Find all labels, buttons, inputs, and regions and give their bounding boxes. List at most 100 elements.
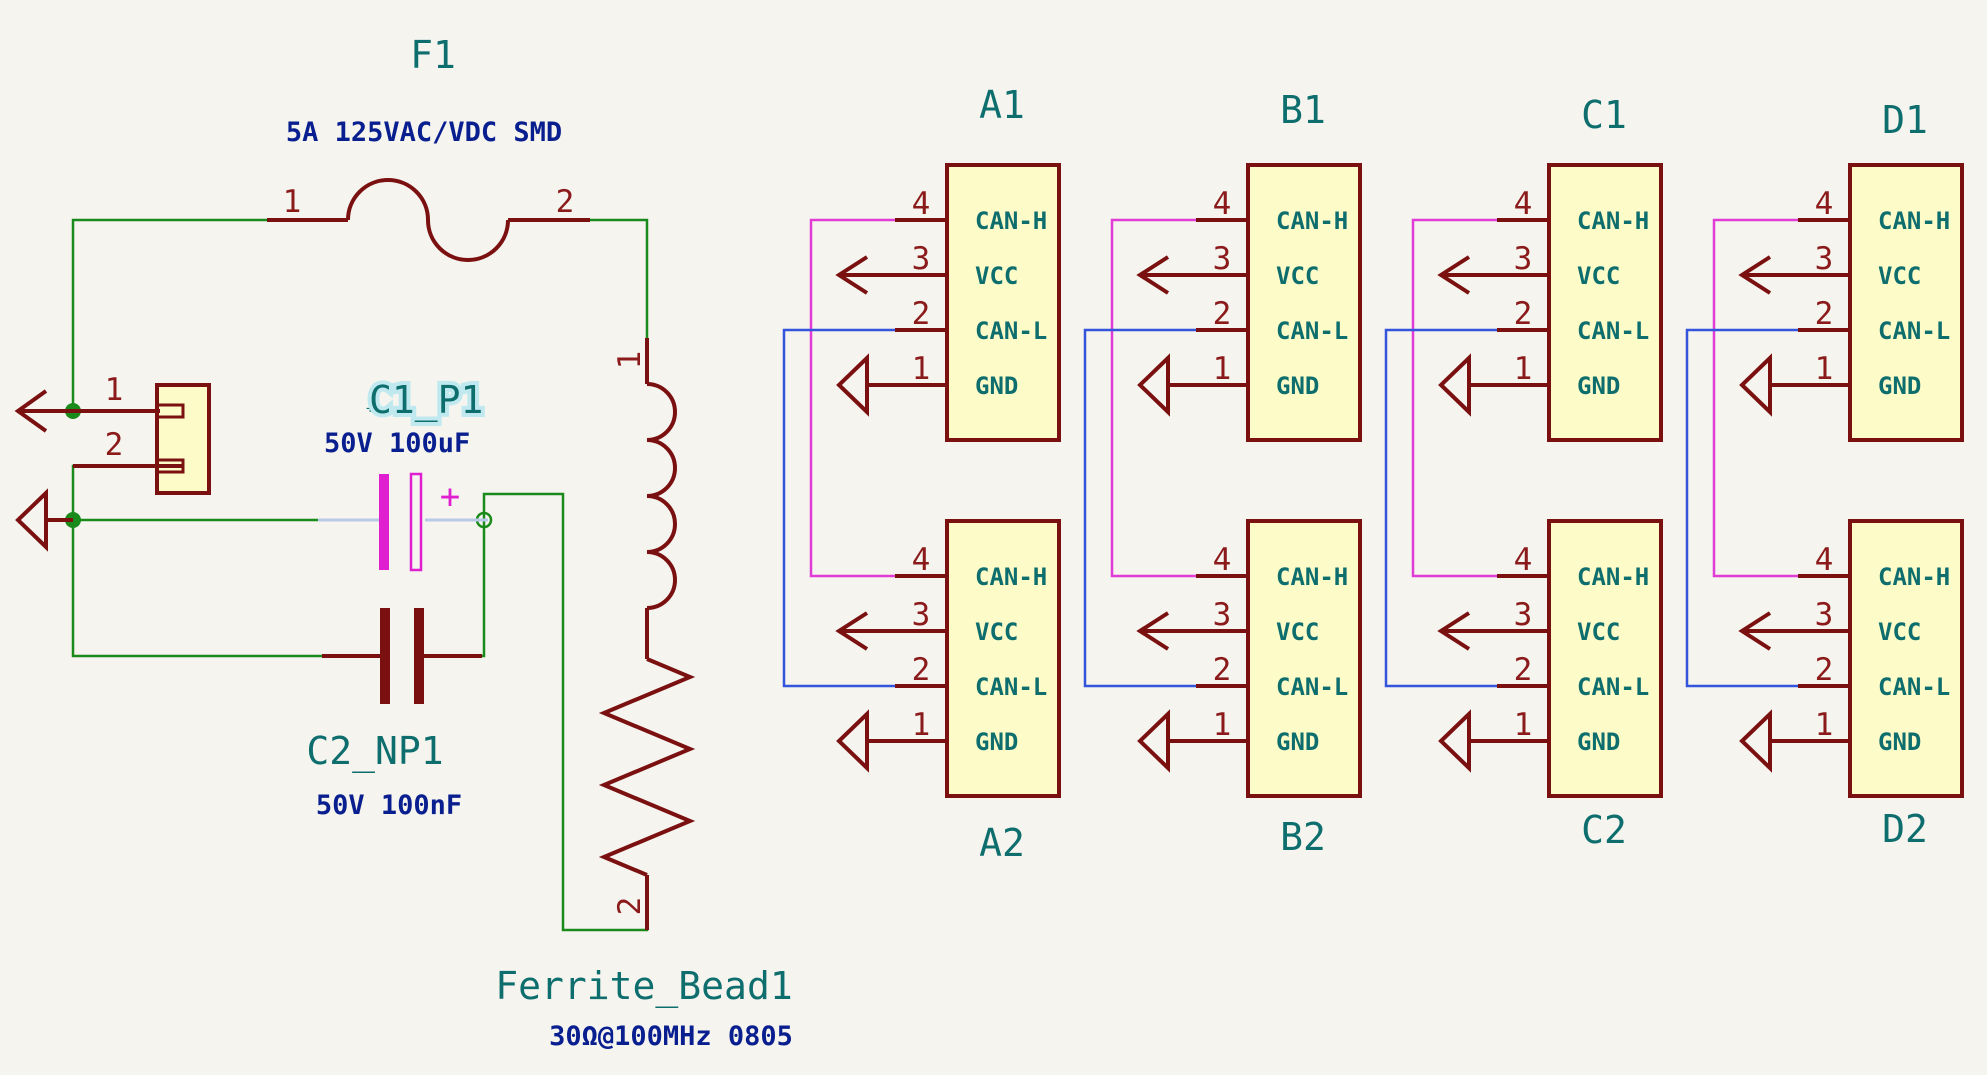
- capacitor-plus-marker: +: [440, 477, 460, 517]
- vcc-arrow-icon[interactable]: [1738, 611, 1772, 651]
- vcc-arrow-icon[interactable]: [1136, 611, 1170, 651]
- connector-reference: B2: [1280, 815, 1326, 859]
- fuse-f1[interactable]: F1 5A 125VAC/VDC SMD 1 2: [267, 33, 590, 262]
- pin-2-name: CAN-L: [975, 673, 1047, 701]
- fuse-value: 5A 125VAC/VDC SMD: [286, 117, 562, 148]
- pin-4-number: 4: [912, 542, 931, 578]
- can-l-wire[interactable]: [1384, 328, 1497, 688]
- pin-3-name: VCC: [1878, 618, 1921, 646]
- pin-2-number: 2: [1514, 652, 1533, 688]
- ground-icon[interactable]: [1739, 709, 1772, 773]
- connector-body[interactable]: [945, 163, 1061, 442]
- power-connector[interactable]: 1 2: [73, 372, 211, 495]
- connector-body[interactable]: [1246, 163, 1362, 442]
- ground-icon[interactable]: [836, 709, 869, 773]
- pin-1-number: 1: [1514, 707, 1533, 743]
- vcc-arrow-icon[interactable]: [1136, 255, 1170, 295]
- pin-3-name: VCC: [1577, 262, 1620, 290]
- vcc-arrow-icon[interactable]: [1437, 611, 1471, 651]
- connector-reference: D2: [1882, 807, 1928, 851]
- pin-4-name: CAN-H: [1577, 207, 1649, 235]
- pin-3-number: 3: [1514, 597, 1533, 633]
- pin-1-number: 1: [1815, 351, 1834, 387]
- pin-4-number: 4: [912, 186, 931, 222]
- pin-2-number: 2: [912, 652, 931, 688]
- pin-3-number: 3: [912, 241, 931, 277]
- vcc-arrow-icon[interactable]: [1738, 255, 1772, 295]
- ferrite-value: 30Ω@100MHz 0805: [549, 1021, 793, 1052]
- pin-2-number: 2: [1815, 296, 1834, 332]
- capacitor-c2-reference: C2_NP1: [306, 729, 443, 774]
- pin-3-number: 3: [1815, 597, 1834, 633]
- pin-1-name: GND: [1276, 372, 1319, 400]
- ground-icon[interactable]: [1438, 709, 1471, 773]
- connector-body[interactable]: [1547, 163, 1663, 442]
- pin-3-name: VCC: [975, 262, 1018, 290]
- pin-3-name: VCC: [975, 618, 1018, 646]
- pin-3-name: VCC: [1577, 618, 1620, 646]
- capacitor-c1-reference: C1_P1: [369, 378, 483, 423]
- pin-1-number: 1: [1514, 351, 1533, 387]
- pin-4-name: CAN-H: [1878, 563, 1950, 591]
- can-h-wire[interactable]: [809, 218, 895, 578]
- pin-2-number: 2: [1514, 296, 1533, 332]
- ground-icon[interactable]: [1739, 353, 1772, 417]
- pin-3-number: 3: [1815, 241, 1834, 277]
- connector-reference: D1: [1882, 98, 1928, 142]
- connector-body[interactable]: [1246, 519, 1362, 798]
- ground-icon[interactable]: [1438, 353, 1471, 417]
- can-h-wire[interactable]: [1712, 218, 1798, 578]
- power-arrow-symbol[interactable]: [14, 389, 73, 433]
- connector-pin-2-number: 2: [105, 427, 124, 463]
- pin-1-name: GND: [1276, 728, 1319, 756]
- vcc-arrow-icon[interactable]: [1437, 255, 1471, 295]
- pin-4-number: 4: [1815, 542, 1834, 578]
- can-h-wire[interactable]: [1411, 218, 1497, 578]
- pin-2-name: CAN-L: [1276, 673, 1348, 701]
- vcc-arrow-icon[interactable]: [835, 255, 869, 295]
- can-l-wire[interactable]: [782, 328, 895, 688]
- pin-1-number: 1: [912, 707, 931, 743]
- vcc-arrow-icon[interactable]: [835, 611, 869, 651]
- connector-reference: B1: [1280, 88, 1326, 132]
- ground-symbol[interactable]: [15, 488, 73, 552]
- fuse-pin-1-number: 1: [283, 184, 302, 220]
- ground-icon[interactable]: [1137, 709, 1170, 773]
- connector-body[interactable]: [1848, 163, 1964, 442]
- ground-icon[interactable]: [1137, 353, 1170, 417]
- capacitor-c2-np1[interactable]: C2_NP1 50V 100nF: [306, 608, 482, 821]
- pin-4-number: 4: [1514, 186, 1533, 222]
- connector-body[interactable]: [945, 519, 1061, 798]
- pin-3-number: 3: [1514, 241, 1533, 277]
- connector-body[interactable]: [1547, 519, 1663, 798]
- pin-3-number: 3: [1213, 597, 1232, 633]
- capacitor-c1-p1[interactable]: + C1_P1 50V 100uF +: [318, 374, 488, 572]
- pin-1-name: GND: [1577, 372, 1620, 400]
- connector-reference: C1: [1581, 93, 1627, 137]
- can-h-wire[interactable]: [1110, 218, 1196, 578]
- ferrite-bead[interactable]: 1 2 Ferrite_Bead1 30Ω@100MHz 0805: [495, 338, 793, 1052]
- pin-4-name: CAN-H: [975, 207, 1047, 235]
- pin-1-number: 1: [1815, 707, 1834, 743]
- can-l-wire[interactable]: [1083, 328, 1196, 688]
- can-l-wire[interactable]: [1685, 328, 1798, 688]
- pin-2-name: CAN-L: [1878, 673, 1950, 701]
- pin-2-name: CAN-L: [1577, 317, 1649, 345]
- pin-2-name: CAN-L: [1878, 317, 1950, 345]
- pin-4-name: CAN-H: [975, 563, 1047, 591]
- pin-1-name: GND: [1577, 728, 1620, 756]
- pin-2-name: CAN-L: [975, 317, 1047, 345]
- ground-icon[interactable]: [836, 353, 869, 417]
- pin-2-name: CAN-L: [1577, 673, 1649, 701]
- connector-body[interactable]: [1848, 519, 1964, 798]
